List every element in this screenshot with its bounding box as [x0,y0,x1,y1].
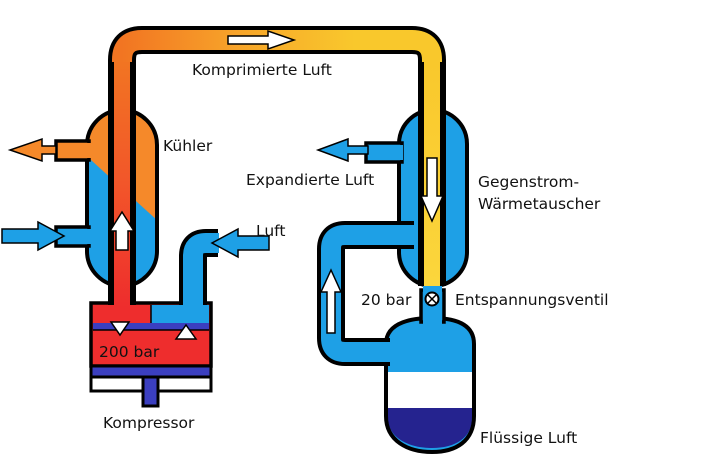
exchanger-outlet-port [364,141,404,164]
air-intake-pipe [179,229,219,307]
label-expansion-valve: Entspannungsventil [455,291,609,309]
cooler-hot-outlet [54,139,92,162]
valve-icon [424,291,440,307]
flow-arrow-icon [210,227,270,259]
flow-arrow-icon [7,137,57,163]
cooler-cold-inlet [54,225,92,248]
label-cooler: Kühler [163,137,213,155]
flow-arrow-icon [1,220,66,252]
label-pressure-high: 200 bar [99,343,160,361]
label-expanded-air: Expandierte Luft [246,171,374,189]
label-compressor: Kompressor [103,414,195,432]
flow-arrow-icon [319,268,343,334]
label-compressed-air: Komprimierte Luft [192,61,332,79]
flow-arrow-icon [174,323,198,340]
label-air-in: Luft [256,222,285,240]
liquid-air-vessel [384,315,476,455]
flow-arrow-icon [315,137,369,163]
label-pressure-low: 20 bar [361,291,412,309]
label-liquid-air: Flüssige Luft [480,429,577,447]
flow-arrow-icon [227,29,297,51]
label-counterflow-hx-line2: Wärmetauscher [478,195,601,213]
flow-arrow-icon [419,157,445,223]
flow-arrow-icon [108,210,136,251]
flow-arrows [1,29,445,340]
label-counterflow-hx-line1: Gegenstrom- [478,173,579,191]
flow-arrow-icon [109,321,131,337]
